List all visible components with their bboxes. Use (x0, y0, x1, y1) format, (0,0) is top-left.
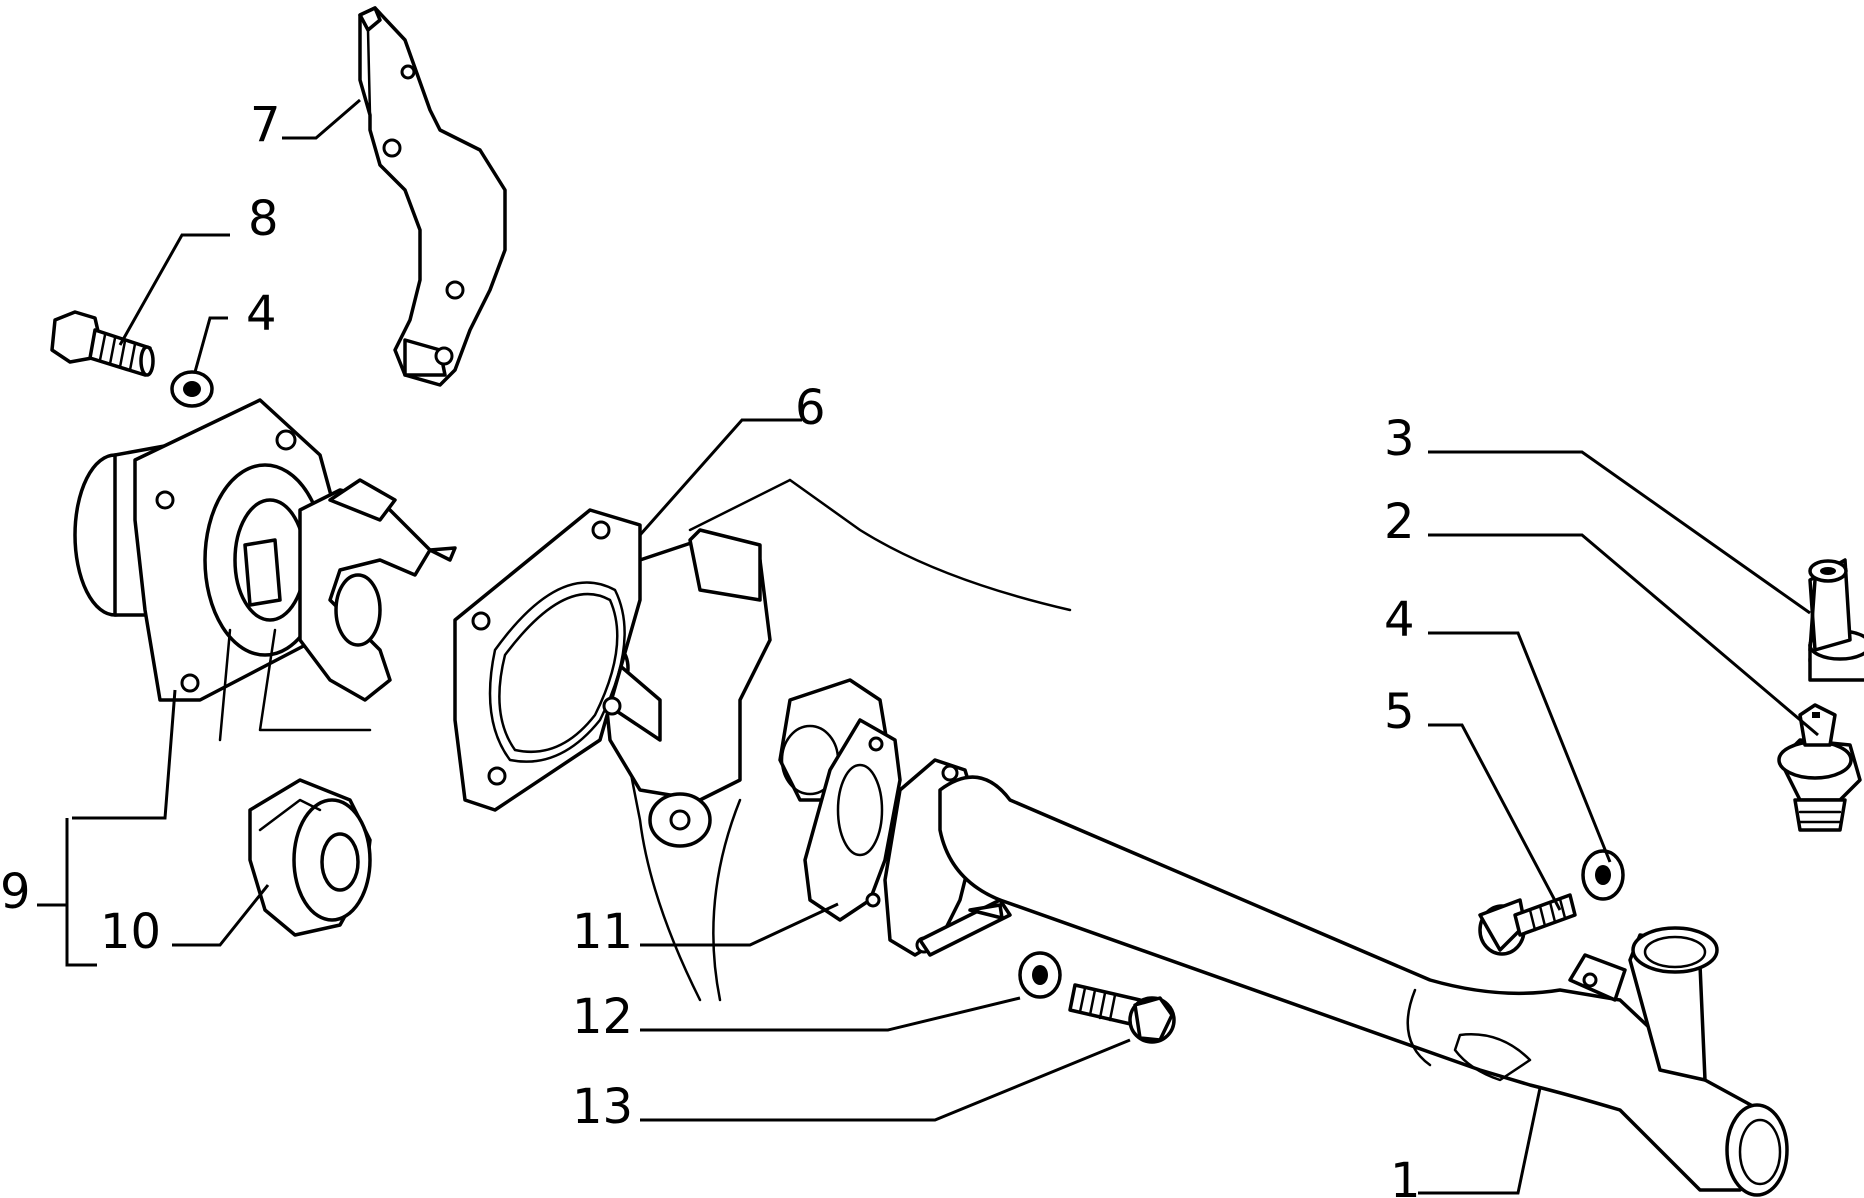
leader-lines (37, 98, 1819, 1195)
part-9-water-pump (73, 398, 457, 742)
callout-6: 6 (795, 380, 826, 436)
part-10-coupling (248, 778, 372, 937)
callout-7: 7 (250, 97, 281, 153)
callout-10: 10 (100, 904, 161, 960)
callout-1: 1 (1390, 1153, 1421, 1198)
part-8-bolt (50, 310, 155, 377)
callout-9: 9 (0, 864, 31, 920)
part-3-temperature-sender (1808, 558, 1864, 682)
part-12-washer (1018, 951, 1062, 999)
callout-13: 13 (572, 1079, 633, 1135)
part-6-gasket (453, 508, 642, 812)
callout-8: 8 (248, 191, 279, 247)
callout-11: 11 (572, 904, 633, 960)
callout-4-left: 4 (246, 286, 277, 342)
part-13-bolt (1068, 983, 1176, 1044)
part-5-bolt (1478, 893, 1577, 956)
callout-5: 5 (1384, 684, 1415, 740)
callout-2: 2 (1384, 494, 1415, 550)
part-4-washer-left (170, 370, 214, 408)
part-2-temperature-switch (1777, 703, 1862, 832)
part-1-coolant-pipe (883, 758, 1789, 1197)
callout-3: 3 (1384, 411, 1415, 467)
callout-labels: 7 8 4 6 3 2 4 5 9 10 11 12 13 1 (0, 97, 1421, 1198)
part-4-washer-right (1581, 849, 1625, 901)
callout-4-right: 4 (1384, 592, 1415, 648)
part-11-flange-gasket (803, 718, 902, 922)
part-7-bracket (358, 6, 507, 387)
callout-12: 12 (572, 989, 633, 1045)
